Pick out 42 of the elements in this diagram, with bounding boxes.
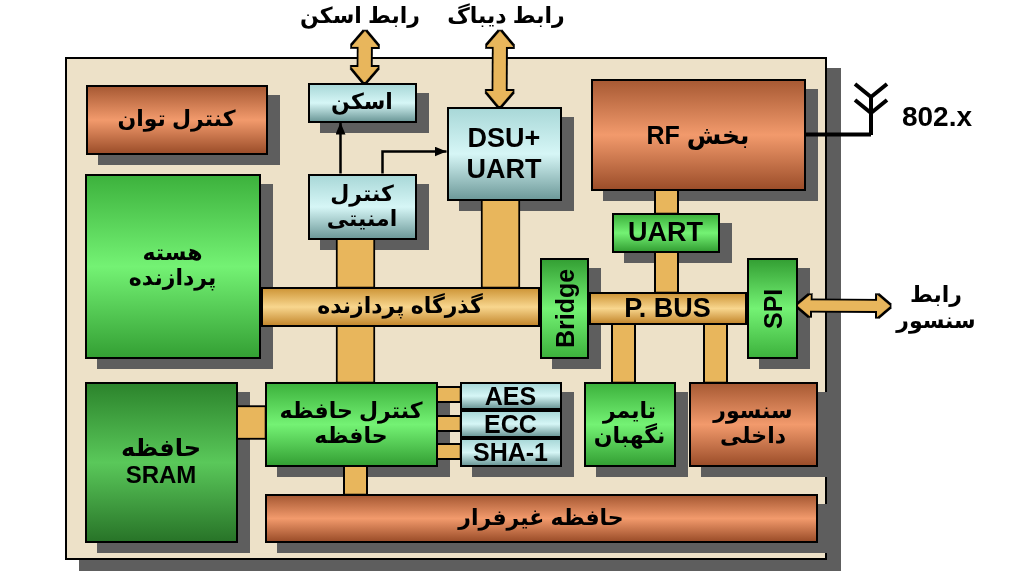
interface-label: رابط سنسور xyxy=(890,279,982,337)
module-box: کنترل توان xyxy=(85,84,268,155)
bus-connector xyxy=(612,324,634,381)
double-arrow xyxy=(350,30,378,82)
double-arrow xyxy=(797,294,890,317)
bus-connector xyxy=(655,190,677,212)
bus-connector xyxy=(337,326,373,381)
module-box: تایمر نگهبان xyxy=(583,381,676,467)
module-box: حافظه غیرفرار xyxy=(264,493,818,543)
module-box: هسته پردازنده xyxy=(84,173,261,359)
module-box: ECC xyxy=(459,409,562,438)
module-box: DSU+ UART xyxy=(446,106,562,201)
bus-connector xyxy=(437,416,459,430)
module-box: سنسور داخلی xyxy=(688,381,818,467)
bus-connector xyxy=(437,444,459,458)
module-box: حافظه SRAM xyxy=(84,381,238,543)
bus-connector xyxy=(437,387,459,401)
module-box: کنترل امنیتی xyxy=(307,173,417,240)
module-box: Bridge xyxy=(539,257,589,359)
bus-connector xyxy=(655,252,677,291)
antenna-icon xyxy=(853,82,889,135)
bus-connector xyxy=(482,200,518,286)
arrow xyxy=(335,122,345,173)
interface-label: رابط دیباگ xyxy=(445,0,567,32)
bus-connector xyxy=(337,239,373,286)
bus-connector xyxy=(344,466,366,493)
arrow xyxy=(380,146,446,173)
module-box: کنترل حافظه حافظه xyxy=(264,381,438,467)
connector-line xyxy=(805,132,873,137)
bus-bar: P. BUS xyxy=(588,291,747,325)
antenna-label: 802.x xyxy=(901,100,973,134)
module-box: اسکن xyxy=(307,82,417,123)
bus-connector xyxy=(704,324,726,381)
module-box: بخش RF xyxy=(590,78,806,191)
double-arrow xyxy=(485,30,513,106)
interface-label: رابط اسکن xyxy=(298,0,422,32)
bus-connector xyxy=(237,406,264,438)
module-box: SPI xyxy=(746,257,798,359)
bus-bar: گذرگاه پردازنده xyxy=(260,286,540,327)
module-box: SHA-1 xyxy=(459,437,562,467)
module-box: AES xyxy=(459,381,562,410)
module-box: UART xyxy=(611,212,720,253)
